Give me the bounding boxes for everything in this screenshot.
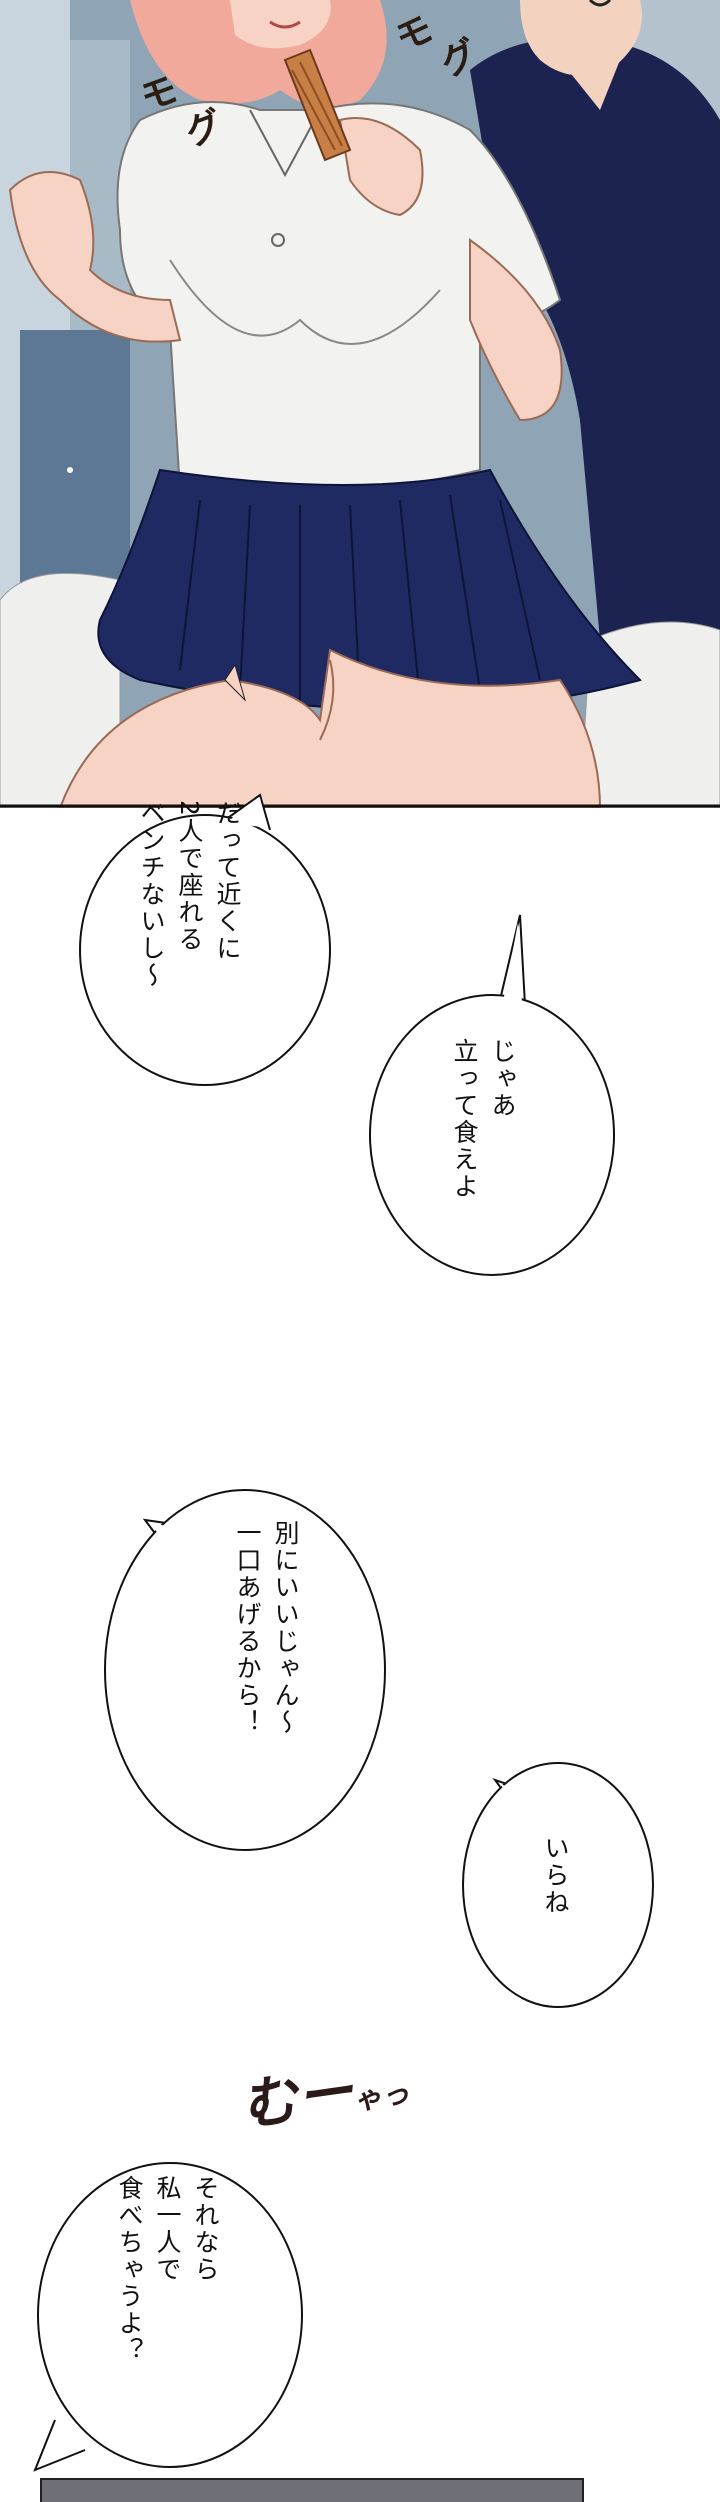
girl-collar — [249, 109, 321, 178]
girl-right-hand — [338, 117, 424, 217]
leg-line — [319, 659, 335, 741]
bubble-3-outline — [104, 1489, 386, 1851]
sfx-muu: むーゃっ — [235, 2039, 413, 2143]
window-glass — [20, 330, 130, 590]
churro — [283, 48, 352, 162]
bubble-4-text: いらね — [541, 1835, 570, 1916]
sfx-pya-text: ゃっ — [351, 2076, 412, 2117]
panel-illustration — [0, 0, 720, 808]
girl-left-arm — [8, 171, 182, 343]
boy-shirt — [470, 38, 720, 640]
churro-ridges — [291, 61, 343, 151]
boy-collar-skin — [560, 60, 620, 110]
manga-panel-top: モ グ モ グ — [0, 0, 720, 808]
shirt-fold — [169, 259, 441, 345]
manga-panel-bottom — [40, 2478, 584, 2502]
speech-bubble-2 — [369, 914, 615, 1276]
girl-legs — [58, 648, 602, 808]
bubble-2-outline — [369, 994, 615, 1276]
girl-right-arm — [469, 238, 563, 422]
speech-bubble-3 — [104, 1489, 386, 1851]
speech-bubble-1 — [79, 793, 331, 1086]
speech-bubble-5 — [33, 2162, 303, 2472]
bubble-1-text: だって近くに 2人で座れる ベンチないし〜 — [137, 800, 242, 989]
boy-mouth — [588, 0, 612, 7]
girl-face — [230, 0, 331, 49]
shirt-button — [271, 233, 285, 247]
speech-tail-from-panel — [224, 663, 247, 702]
girl-mouth — [269, 20, 301, 29]
bubble-5-text: それなら 私一人で 食べちゃうよ？ — [115, 2175, 220, 2364]
light-dot — [67, 467, 73, 473]
skirt-pleats — [179, 494, 541, 701]
bubble-3-text: 別にいいじゃん〜 一口あげるから！ — [233, 1520, 300, 1736]
bubble-5-outline — [37, 2162, 303, 2468]
bubble-1-outline — [79, 814, 331, 1086]
bubble-2-text: じゃあ 立って食えよ — [450, 1038, 517, 1200]
boy-neck — [520, 0, 642, 76]
speech-bubble-4 — [462, 1762, 654, 2008]
sfx-muu-text: むー — [236, 2059, 357, 2140]
bubble-4-outline — [462, 1762, 654, 2008]
